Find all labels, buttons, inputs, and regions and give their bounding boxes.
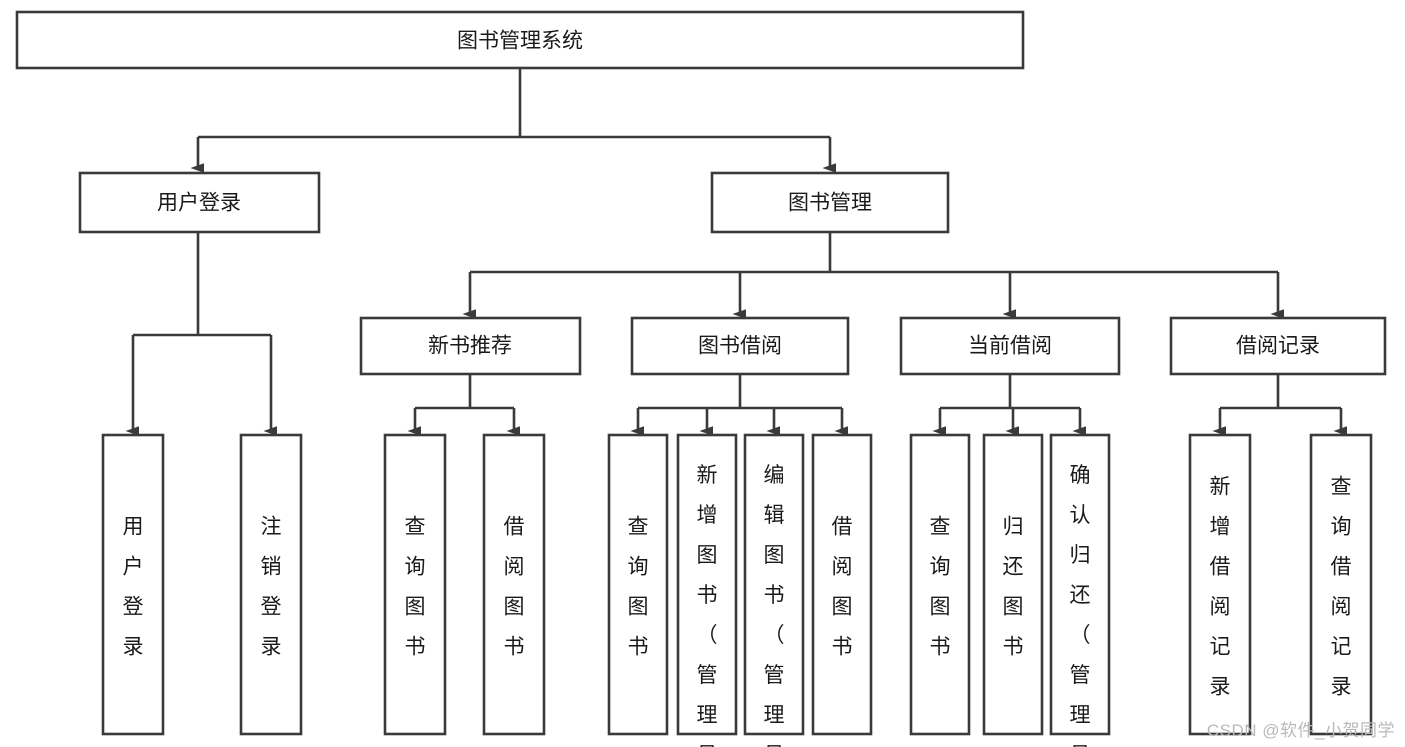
node-book-manage-label: 图书管理	[788, 192, 872, 215]
node-current-borrow-label: 当前借阅	[968, 335, 1052, 358]
leaf-node-query-book-cur-box[interactable]	[909, 433, 971, 736]
leaf-node-edit-book-box[interactable]	[743, 433, 805, 736]
leaf-node-user-login-label: 用户登录	[123, 515, 144, 658]
leaf-node-add-record-label: 新增借阅记录	[1210, 475, 1231, 698]
leaf-node-query-book-cur-label: 查询图书	[930, 515, 951, 658]
node-current-borrow-box[interactable]	[899, 316, 1121, 376]
leaf-node-confirm-return-box[interactable]	[1049, 433, 1111, 736]
leaf-node-return-book[interactable]: 归还图书	[982, 433, 1044, 736]
node-borrow-record-box[interactable]	[1169, 316, 1387, 376]
node-user-login-label: 用户登录	[157, 192, 241, 215]
node-borrow-record-label: 借阅记录	[1236, 335, 1320, 358]
leaf-node-edit-book-label: 编辑图书（管理员）	[764, 464, 785, 747]
leaf-node-logout[interactable]: 注销登录	[239, 433, 303, 736]
leaf-node-query-book-borrow[interactable]: 查询图书	[607, 433, 669, 736]
leaf-node-confirm-return[interactable]: 确认归还（管理员）	[1049, 433, 1111, 747]
leaf-node-add-book-label: 新增图书（管理员）	[697, 464, 718, 747]
leaf-node-borrow-book-rec-label: 借阅图书	[504, 515, 525, 658]
node-user-login-box[interactable]	[78, 171, 321, 234]
leaf-node-query-book-cur[interactable]: 查询图书	[909, 433, 971, 736]
leaf-node-borrow-book-rec-box[interactable]	[482, 433, 546, 736]
csdn-watermark: CSDN @软件_小贺同学	[1206, 721, 1395, 740]
leaf-node-user-login[interactable]: 用户登录	[101, 433, 165, 736]
leaf-node-edit-book[interactable]: 编辑图书（管理员）	[743, 433, 805, 747]
leaf-node-query-book-borrow-box[interactable]	[607, 433, 669, 736]
leaf-node-user-login-box[interactable]	[101, 433, 165, 736]
node-book-manage-box[interactable]	[710, 171, 950, 234]
leaf-node-add-book[interactable]: 新增图书（管理员）	[676, 433, 738, 747]
node-root[interactable]: 图书管理系统	[15, 10, 1025, 70]
leaf-layer: 用户登录 注销登录 查询图书 借阅图书 查询图书 新增图书（管理员）	[101, 433, 1373, 747]
leaf-node-return-book-box[interactable]	[982, 433, 1044, 736]
node-book-borrow[interactable]: 图书借阅	[630, 316, 850, 376]
node-current-borrow[interactable]: 当前借阅	[899, 316, 1121, 376]
connector-layer	[125, 68, 1347, 436]
node-user-login[interactable]: 用户登录	[78, 171, 321, 234]
leaf-node-query-record[interactable]: 查询借阅记录	[1309, 433, 1373, 736]
leaf-node-query-record-box[interactable]	[1309, 433, 1373, 736]
leaf-node-borrow-book-label: 借阅图书	[832, 515, 853, 658]
leaf-node-add-record[interactable]: 新增借阅记录	[1188, 433, 1252, 736]
node-new-book-recommend[interactable]: 新书推荐	[359, 316, 582, 376]
node-book-borrow-box[interactable]	[630, 316, 850, 376]
leaf-node-logout-box[interactable]	[239, 433, 303, 736]
leaf-node-borrow-book-rec[interactable]: 借阅图书	[482, 433, 546, 736]
leaf-node-add-book-box[interactable]	[676, 433, 738, 736]
leaf-node-query-book-rec-box[interactable]	[383, 433, 447, 736]
leaf-node-return-book-label: 归还图书	[1003, 515, 1024, 658]
leaf-node-query-book-rec-label: 查询图书	[405, 515, 426, 658]
node-borrow-record[interactable]: 借阅记录	[1169, 316, 1387, 376]
node-book-borrow-label: 图书借阅	[698, 335, 782, 358]
leaf-node-confirm-return-label: 确认归还（管理员）	[1070, 464, 1091, 747]
leaf-node-borrow-book[interactable]: 借阅图书	[811, 433, 873, 736]
node-root-box[interactable]	[15, 10, 1025, 70]
leaf-node-logout-label: 注销登录	[261, 515, 282, 658]
leaf-node-query-record-label: 查询借阅记录	[1331, 475, 1352, 698]
node-book-manage[interactable]: 图书管理	[710, 171, 950, 234]
leaf-node-query-book-rec[interactable]: 查询图书	[383, 433, 447, 736]
leaf-node-query-book-borrow-label: 查询图书	[628, 515, 649, 658]
leaf-node-borrow-book-box[interactable]	[811, 433, 873, 736]
leaf-node-add-record-box[interactable]	[1188, 433, 1252, 736]
node-root-label: 图书管理系统	[457, 30, 583, 53]
node-new-book-recommend-label: 新书推荐	[428, 335, 512, 358]
node-new-book-recommend-box[interactable]	[359, 316, 582, 376]
